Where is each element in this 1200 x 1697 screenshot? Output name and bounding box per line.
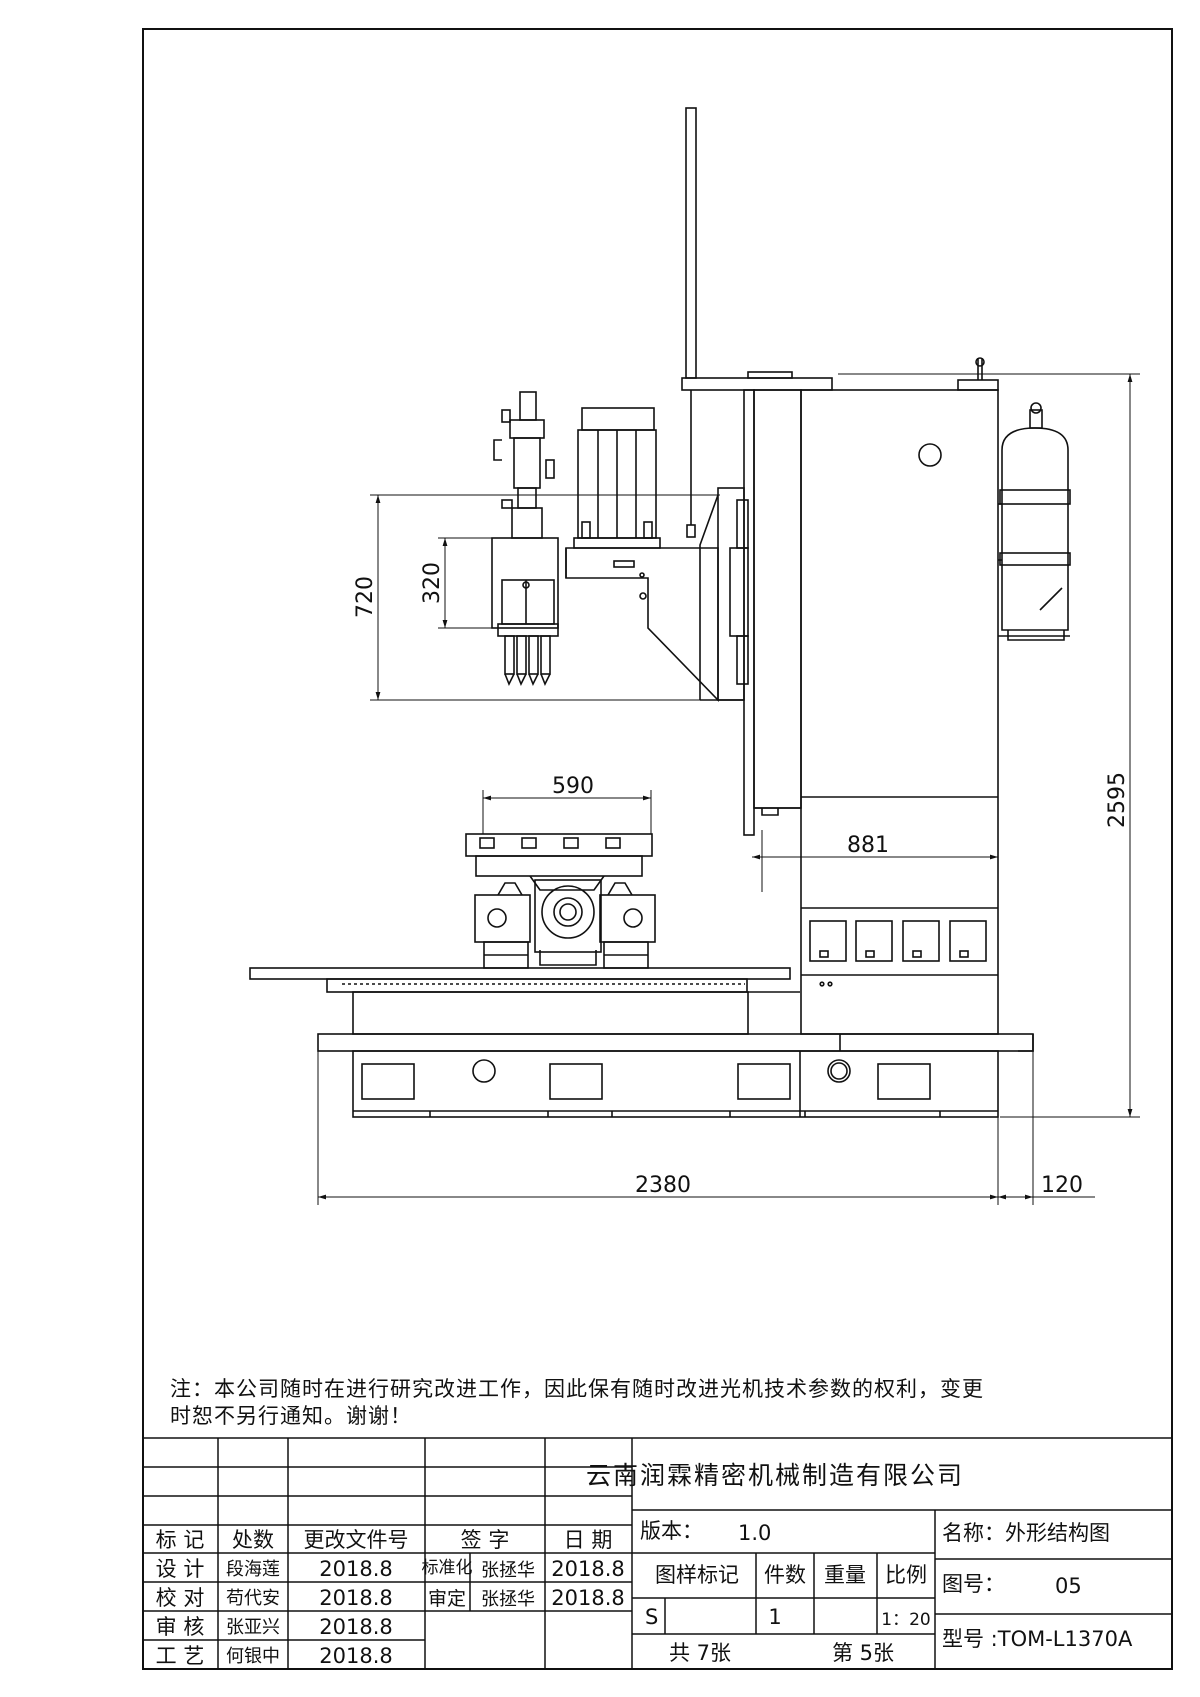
dimension-labels: 720 320 590 881 2595 2380 120 bbox=[353, 562, 1130, 1198]
dim-320: 320 bbox=[420, 562, 445, 604]
dim-120: 120 bbox=[1041, 1173, 1083, 1198]
rotary-table bbox=[465, 833, 656, 969]
role-check: 校 对 bbox=[156, 1586, 205, 1610]
role-review: 审 核 bbox=[156, 1615, 205, 1639]
note-line-1: 注：本公司随时在进行研究改进工作，因此保有随时改进光机技术参数的权利，变更 bbox=[170, 1377, 984, 1401]
val-scale: 1：20 bbox=[881, 1610, 930, 1630]
val-qty: 1 bbox=[768, 1605, 781, 1629]
title-block-text: 云南润霖精密机械制造有限公司 标 记 处数 更改文件号 签 字 日 期 设 计 … bbox=[156, 1461, 1133, 1668]
drawing-no-label: 图号： bbox=[942, 1572, 1005, 1596]
drawing-no-value: 05 bbox=[1055, 1574, 1082, 1598]
dim-2595: 2595 bbox=[1105, 772, 1130, 828]
version-value: 1.0 bbox=[738, 1521, 771, 1545]
drawing-name: 名称：外形结构图 bbox=[942, 1521, 1110, 1545]
name-process: 何银中 bbox=[226, 1646, 280, 1667]
machine-base bbox=[317, 1033, 1034, 1118]
header-sign: 签 字 bbox=[461, 1528, 510, 1552]
version-label: 版本： bbox=[640, 1519, 703, 1543]
dim-590: 590 bbox=[552, 774, 594, 799]
title-block bbox=[142, 1437, 1173, 1670]
val-mark: S bbox=[645, 1605, 658, 1629]
note-line-2: 时恕不另行通知。谢谢！ bbox=[170, 1404, 412, 1428]
header-mark: 标 记 bbox=[156, 1528, 205, 1552]
total-sheets: 共 7张 bbox=[669, 1641, 731, 1665]
dim-881: 881 bbox=[847, 833, 889, 858]
date-check: 2018.8 bbox=[319, 1586, 392, 1610]
date-approve: 2018.8 bbox=[551, 1586, 624, 1610]
model-number: 型号 :TOM-L1370A bbox=[942, 1627, 1133, 1651]
dimension-lines bbox=[317, 373, 1140, 1205]
name-design: 段海莲 bbox=[226, 1559, 280, 1580]
role-approve: 审定 bbox=[428, 1588, 466, 1610]
header-doc: 更改文件号 bbox=[304, 1528, 409, 1552]
date-process: 2018.8 bbox=[319, 1644, 392, 1668]
col-qty: 件数 bbox=[764, 1563, 806, 1587]
name-approve: 张拯华 bbox=[481, 1589, 535, 1610]
role-standard: 标准化 bbox=[422, 1558, 473, 1578]
name-standard: 张拯华 bbox=[481, 1560, 535, 1581]
dim-2380: 2380 bbox=[635, 1173, 691, 1198]
company-name: 云南润霖精密机械制造有限公司 bbox=[586, 1461, 964, 1490]
col-mark: 图样标记 bbox=[655, 1563, 739, 1587]
sheet-number: 第 5张 bbox=[832, 1641, 894, 1665]
revision-note: 注：本公司随时在进行研究改进工作，因此保有随时改进光机技术参数的权利，变更 时恕… bbox=[170, 1376, 1170, 1430]
date-review: 2018.8 bbox=[319, 1615, 392, 1639]
x-axis-way bbox=[249, 967, 800, 1035]
feed-rod bbox=[685, 107, 697, 538]
machine-outline bbox=[249, 107, 1071, 1118]
spindle-head bbox=[491, 391, 719, 702]
name-review: 张亚兴 bbox=[226, 1617, 280, 1638]
header-date: 日 期 bbox=[564, 1528, 613, 1552]
name-check: 苟代安 bbox=[226, 1588, 280, 1609]
dim-720: 720 bbox=[353, 576, 378, 618]
col-scale: 比例 bbox=[885, 1563, 927, 1587]
date-standard: 2018.8 bbox=[551, 1557, 624, 1581]
date-design: 2018.8 bbox=[319, 1557, 392, 1581]
col-weight: 重量 bbox=[824, 1563, 866, 1587]
role-design: 设 计 bbox=[156, 1557, 205, 1581]
role-process: 工 艺 bbox=[156, 1644, 205, 1668]
z-carriage bbox=[699, 487, 749, 701]
coolant-tank bbox=[998, 402, 1071, 641]
header-count: 处数 bbox=[232, 1528, 274, 1552]
machine-column bbox=[681, 357, 999, 1035]
